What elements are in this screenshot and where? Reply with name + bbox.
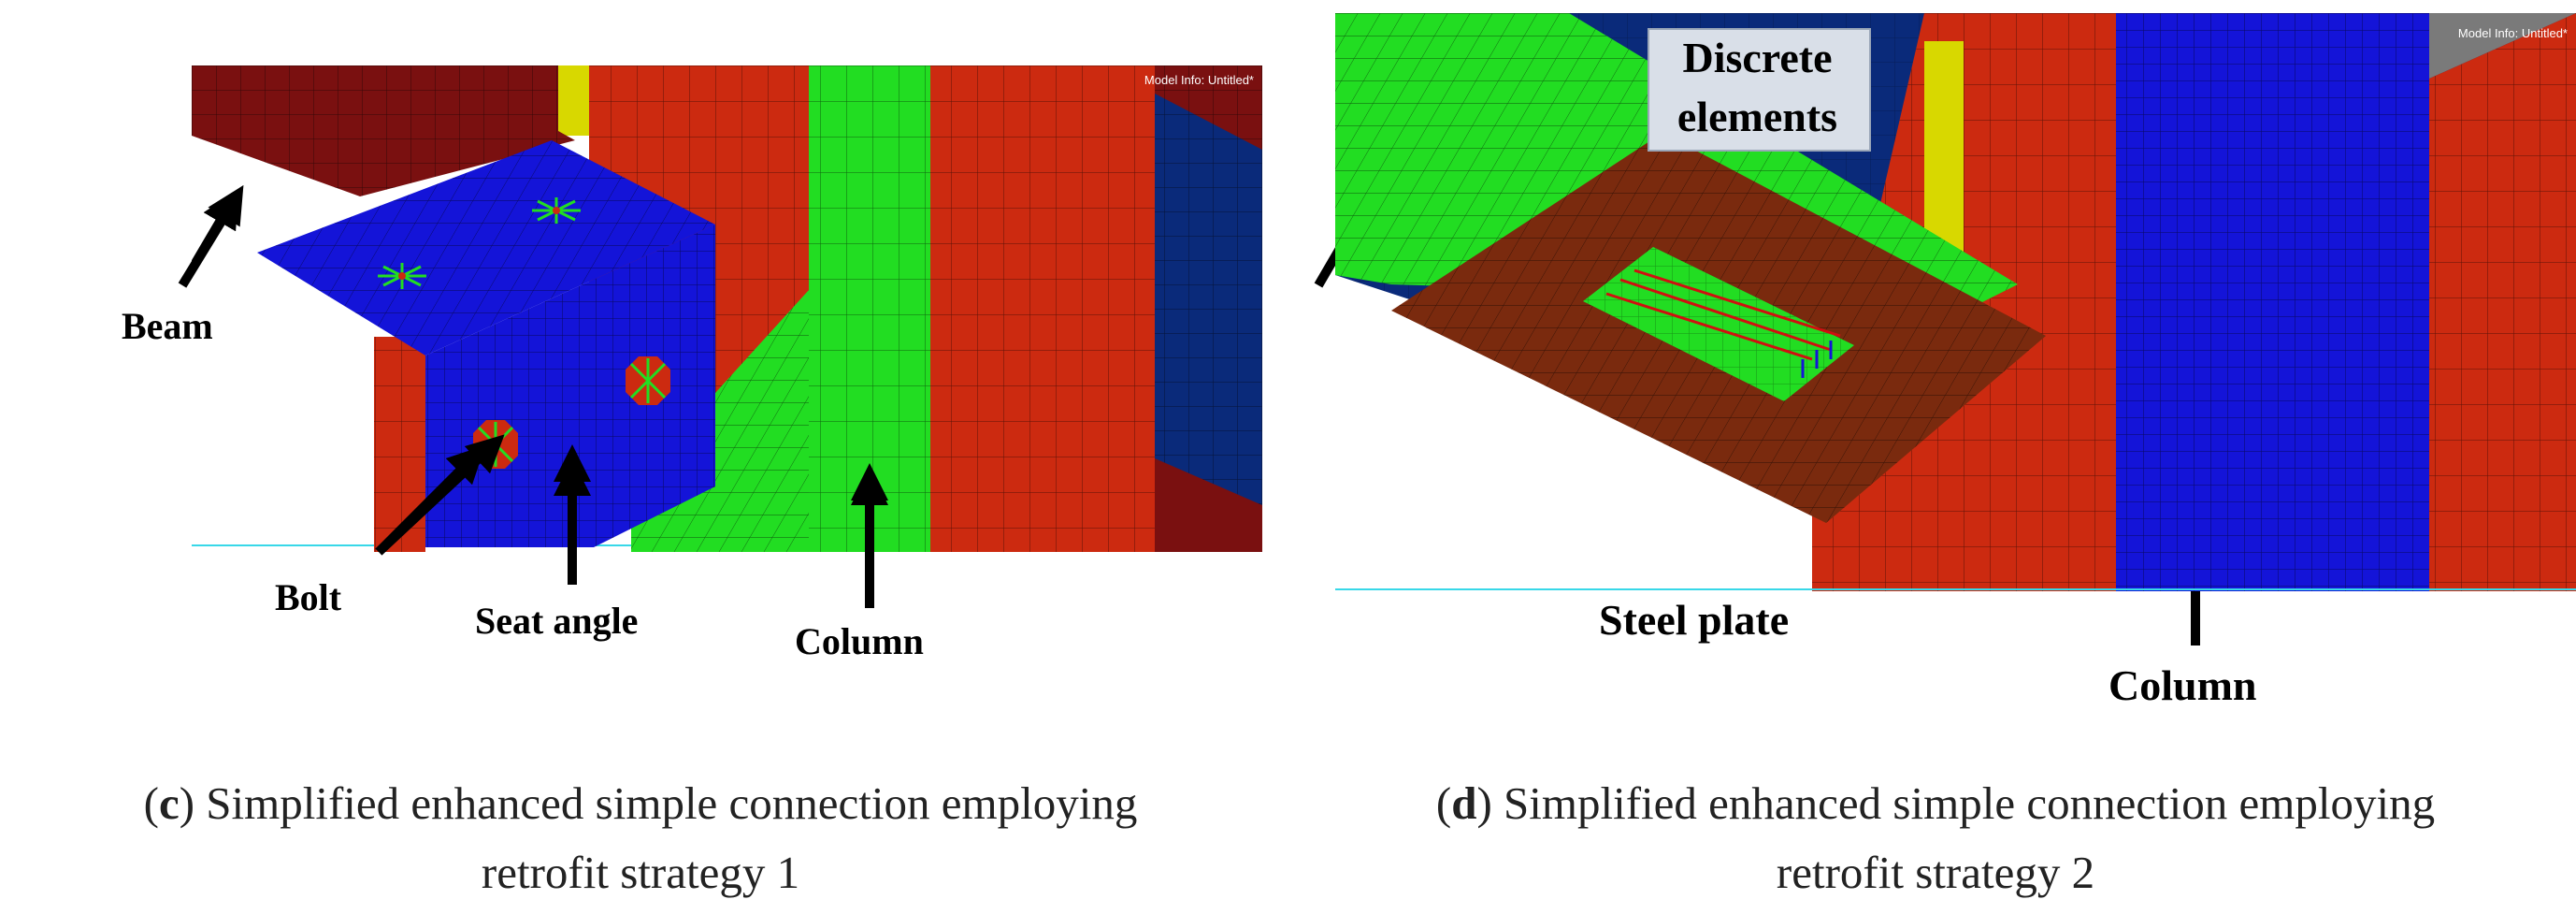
caption-c-text: Simplified enhanced simple connection em… [194,777,1138,829]
caption-c-letter: c [158,777,180,829]
seat-angle-horizontal-leg [257,140,715,355]
label-seat-angle: Seat angle [475,600,639,642]
panel-d-model-info: Model Info: Untitled* [2458,26,2568,40]
yellow-stiffener-d [1924,41,1964,261]
label-discrete-line2: elements [1677,93,1838,140]
beam [192,65,575,196]
caption-c-line1: (c) Simplified enhanced simple connectio… [143,777,1138,829]
bolt-top-2 [378,263,426,289]
panel-c: Model Info: Untitled* [192,65,1262,552]
column-flange-right-block [1155,65,1262,552]
panel-c-model-info: Model Info: Untitled* [1144,73,1254,87]
caption-d-text: Simplified enhanced simple connection em… [1491,777,2436,829]
caption-d-line1: (d) Simplified enhanced simple connectio… [1435,777,2436,829]
panel-d-model-view: Model Info: Untitled* [1335,13,2576,591]
label-beam: Beam [122,305,213,347]
label-steel-plate: Steel plate [1599,596,1790,644]
column-web [631,65,940,552]
column-flange-front [930,65,1155,552]
discrete-elements-callout [1648,28,1871,152]
caption-d-letter: d [1451,777,1477,829]
caption-d: (d) Simplified enhanced simple connectio… [1295,769,2576,907]
panel-d: Model Info: Untitled* [1335,13,2576,591]
caption-c-line2: retrofit strategy 1 [481,847,800,898]
column-flange-right [2429,13,2576,591]
label-bolt: Bolt [275,576,342,618]
bolt-side-1 [626,356,670,405]
label-discrete-line1: Discrete [1682,34,1833,81]
caption-c: (c) Simplified enhanced simple connectio… [0,769,1281,907]
lower-flange [374,337,425,552]
label-column-c: Column [795,620,924,662]
yellow-stiffener [558,65,589,136]
label-column-d: Column [2108,661,2257,709]
bolt-top-1 [532,197,581,224]
discrete-elements-slot [1583,247,1854,401]
arrow-beam-shaft [178,184,244,288]
caption-d-line2: retrofit strategy 2 [1776,847,2095,898]
panel-c-model-view: Model Info: Untitled* [192,65,1262,552]
arrow-bolt-shaft [375,434,505,556]
